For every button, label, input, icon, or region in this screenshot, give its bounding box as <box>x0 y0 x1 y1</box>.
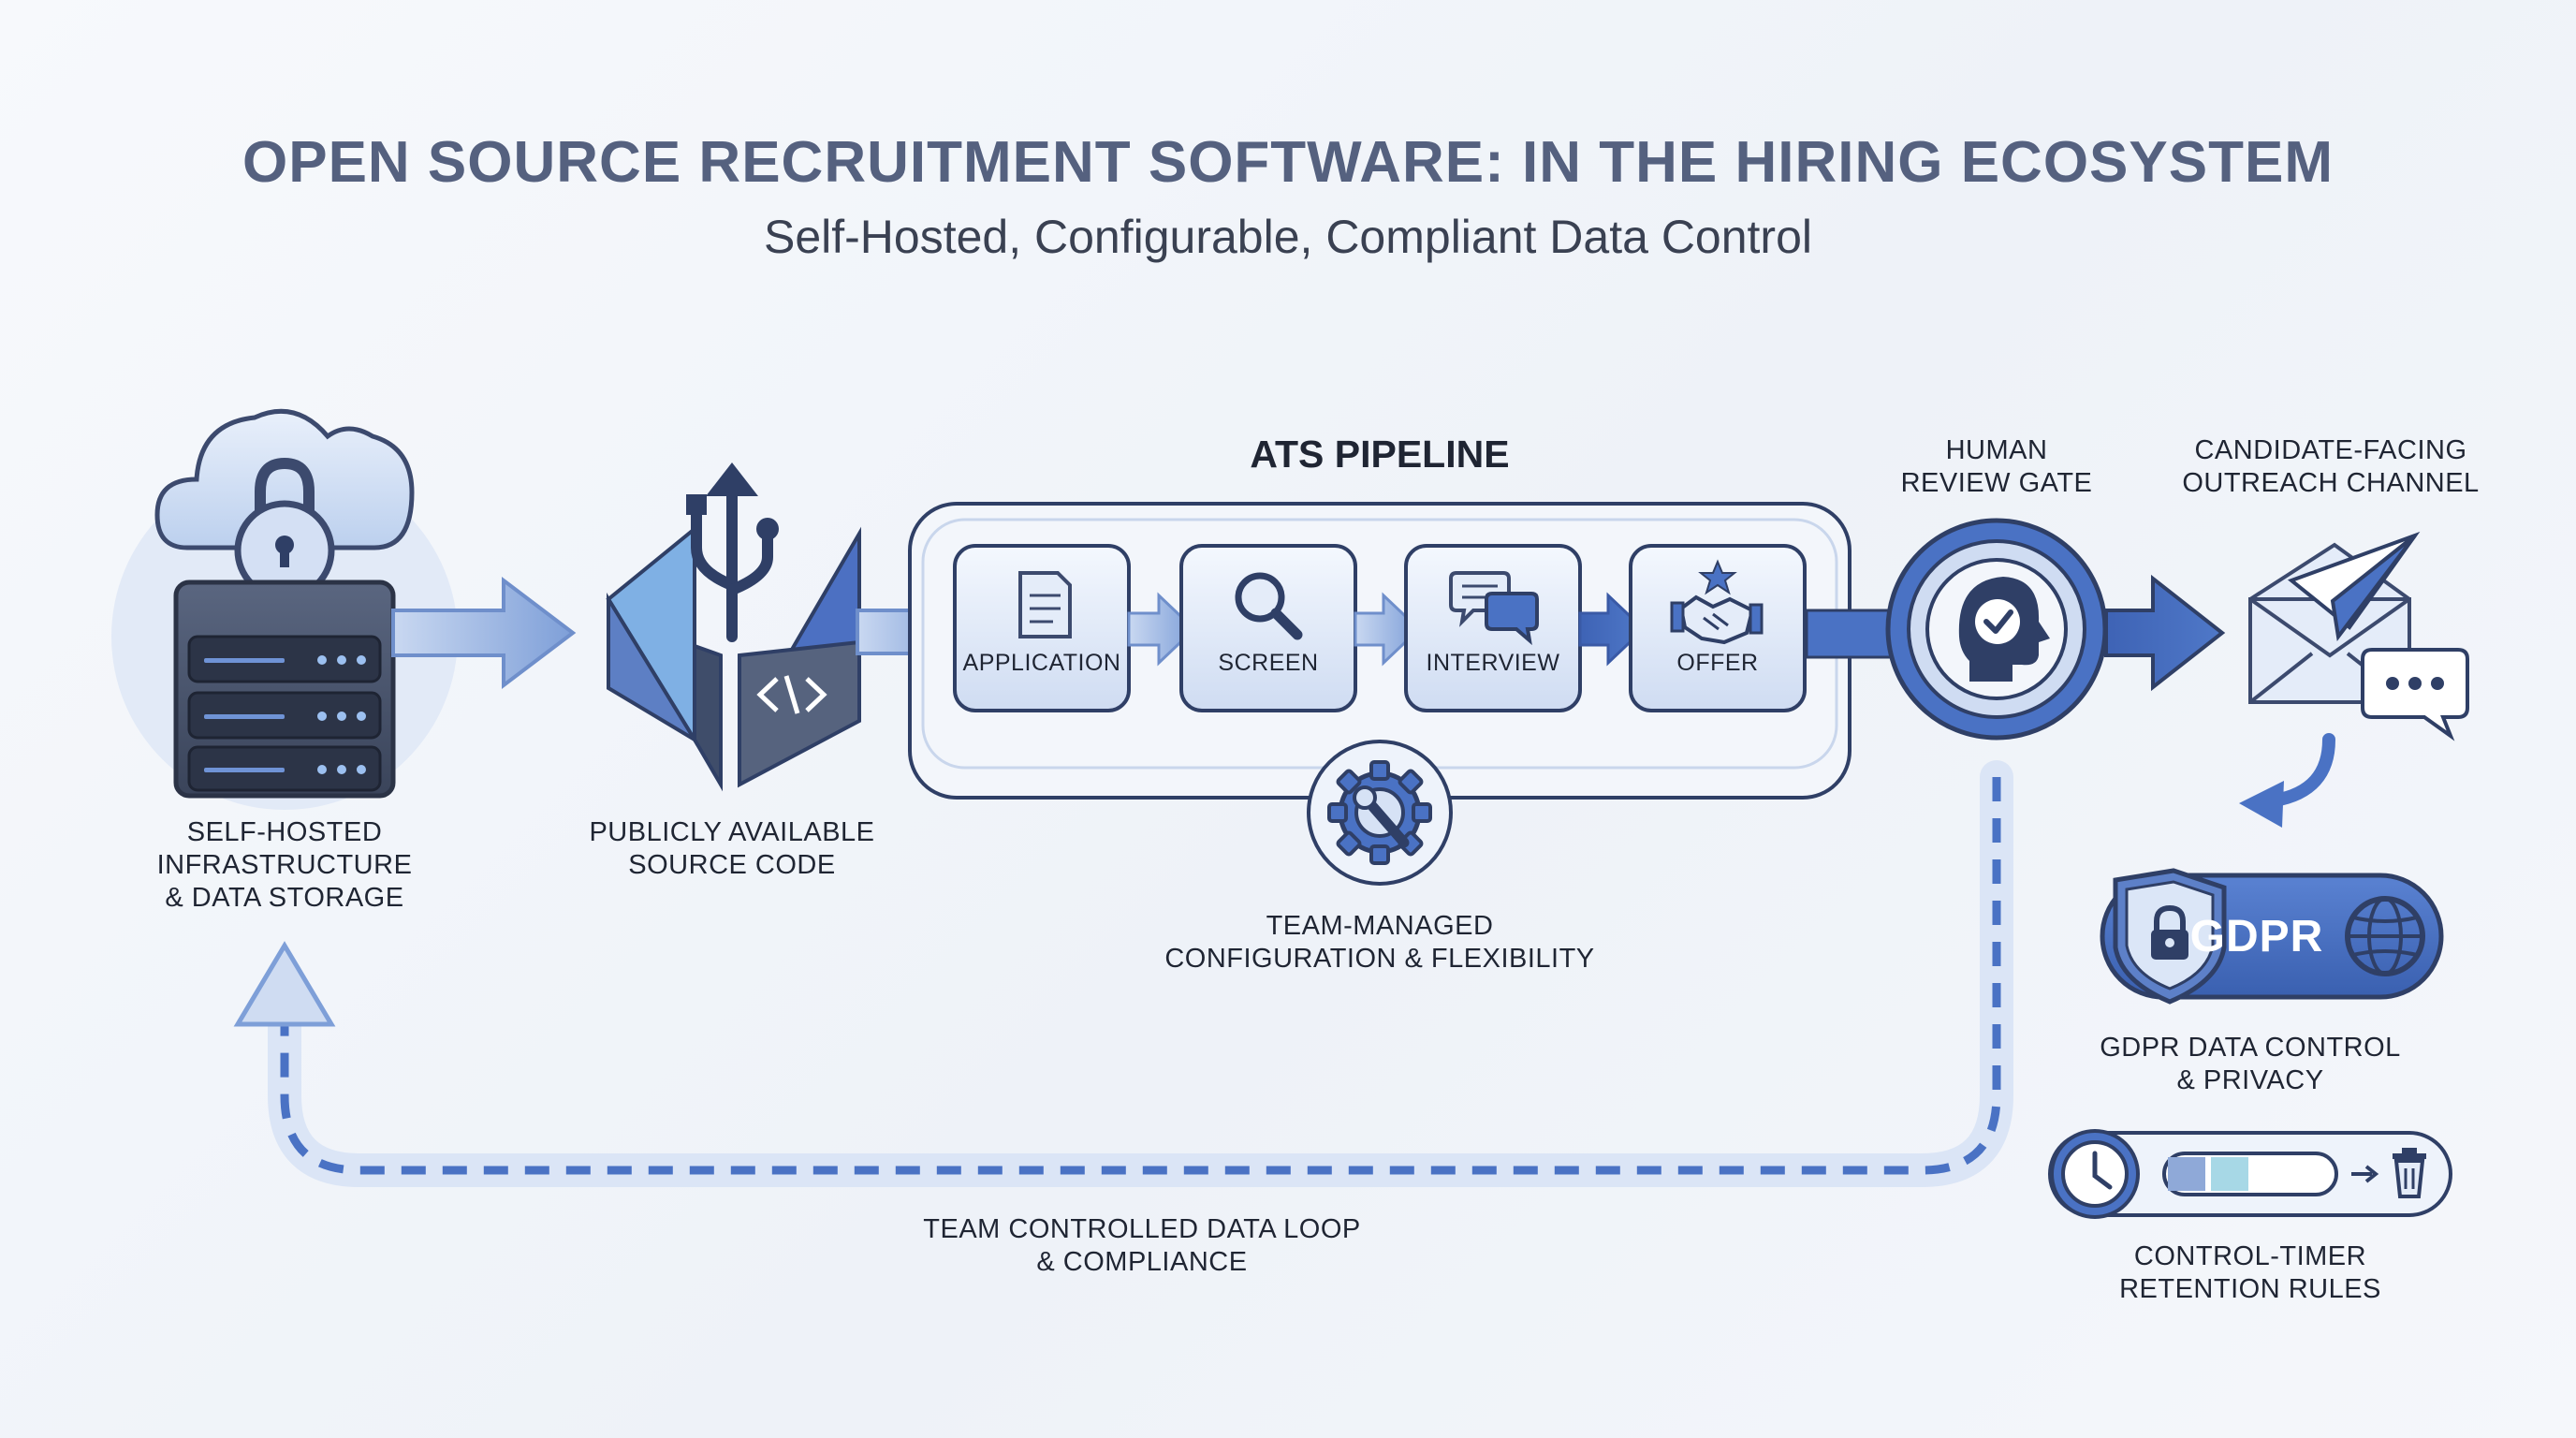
globe-icon <box>2345 896 2425 976</box>
ats-pipeline-title: ATS PIPELINE <box>1250 433 1510 476</box>
retention-label-line2: RETENTION RULES <box>2119 1274 2381 1304</box>
arrow-screen-to-interview <box>1354 592 1422 667</box>
usb-branch-icon <box>691 467 773 642</box>
retention-timer-bar <box>2048 1129 2452 1219</box>
gdpr-label: GDPR DATA CONTROL & PRIVACY <box>2063 1032 2437 1097</box>
clock-icon <box>2050 1129 2140 1219</box>
infrastructure-label-line1: SELF-HOSTED <box>186 817 383 847</box>
magnifier-icon <box>1235 572 1303 640</box>
source-code-label: PUBLICLY AVAILABLE SOURCE CODE <box>545 816 919 882</box>
paper-plane-icon <box>2287 531 2421 641</box>
arrow-outreach-to-gdpr <box>2239 733 2335 828</box>
gear-wrench-icon <box>1307 740 1453 886</box>
data-loop-connector <box>233 760 2013 1187</box>
loop-arrow-head <box>233 941 336 1027</box>
configuration-label-line1: TEAM-MANAGED <box>1266 911 1494 941</box>
stage-label-offer: OFFER <box>1676 650 1759 676</box>
page-title: OPEN SOURCE RECRUITMENT SOFTWARE: IN THE… <box>242 130 2334 195</box>
outreach-label: CANDIDATE-FACING OUTREACH CHANNEL <box>2144 434 2518 500</box>
chat-dots-icon <box>2361 648 2469 741</box>
arrow-ats-to-review <box>1805 609 1893 659</box>
stage-screen[interactable] <box>1179 544 1357 712</box>
cloud-icon <box>154 408 415 550</box>
handshake-icon <box>1670 559 1764 645</box>
shield-lock-icon <box>2113 868 2227 1005</box>
gdpr-badge-text: GDPR <box>2189 912 2324 961</box>
infrastructure-label: SELF-HOSTED INFRASTRUCTURE & DATA STORAG… <box>97 816 472 915</box>
lock-icon <box>234 457 335 601</box>
source-code-label-line2: SOURCE CODE <box>628 850 836 880</box>
arrow-app-to-screen <box>1127 592 1197 667</box>
review-gate-label: HUMAN REVIEW GATE <box>1856 434 2137 500</box>
trash-icon <box>2393 1148 2426 1198</box>
arrow-interview-to-offer <box>1578 592 1647 667</box>
review-gate-label-line2: REVIEW GATE <box>1900 468 2093 498</box>
gdpr-label-line2: & PRIVACY <box>2176 1065 2324 1095</box>
stage-label-interview: INTERVIEW <box>1426 650 1560 676</box>
arrow-review-to-outreach <box>2104 574 2226 692</box>
infrastructure-node <box>111 408 458 810</box>
retention-label: CONTROL-TIMER RETENTION RULES <box>2063 1240 2437 1306</box>
source-code-node <box>606 462 861 792</box>
stage-offer[interactable] <box>1629 544 1807 712</box>
gdpr-badge <box>2100 868 2444 1005</box>
stage-application[interactable] <box>953 544 1131 712</box>
configuration-label: TEAM-MANAGED CONFIGURATION & FLEXIBILITY <box>1099 910 1661 976</box>
ats-pipeline-panel <box>908 502 1852 886</box>
page-subtitle: Self-Hosted, Configurable, Compliant Dat… <box>764 211 1812 263</box>
arrow-small-icon <box>2351 1165 2379 1183</box>
stage-label-screen: SCREEN <box>1218 650 1319 676</box>
chat-bubbles-icon <box>1449 571 1539 646</box>
data-loop-label-line1: TEAM CONTROLLED DATA LOOP <box>923 1214 1361 1244</box>
arrow-infra-to-source <box>391 576 577 690</box>
source-code-label-line1: PUBLICLY AVAILABLE <box>589 817 875 847</box>
data-loop-label-line2: & COMPLIANCE <box>1036 1247 1248 1277</box>
data-loop-label: TEAM CONTROLLED DATA LOOP & COMPLIANCE <box>861 1213 1423 1279</box>
outreach-label-line1: CANDIDATE-FACING <box>2194 435 2467 465</box>
outreach-channel-node <box>2248 531 2469 741</box>
outreach-label-line2: OUTREACH CHANNEL <box>2182 468 2480 498</box>
infrastructure-label-line3: & DATA STORAGE <box>165 883 404 913</box>
gdpr-label-line1: GDPR DATA CONTROL <box>2100 1033 2401 1063</box>
human-review-gate <box>1885 518 2108 741</box>
code-brackets-icon <box>756 675 827 714</box>
retention-label-line1: CONTROL-TIMER <box>2133 1241 2367 1271</box>
stage-interview[interactable] <box>1404 544 1582 712</box>
head-check-icon <box>1958 577 2050 682</box>
review-gate-label-line1: HUMAN <box>1945 435 2048 465</box>
server-rack-icon <box>173 580 396 799</box>
stage-label-application: APPLICATION <box>962 650 1121 676</box>
infrastructure-label-line2: INFRASTRUCTURE <box>156 850 413 880</box>
configuration-label-line2: CONFIGURATION & FLEXIBILITY <box>1164 944 1595 974</box>
document-icon <box>1018 571 1072 638</box>
